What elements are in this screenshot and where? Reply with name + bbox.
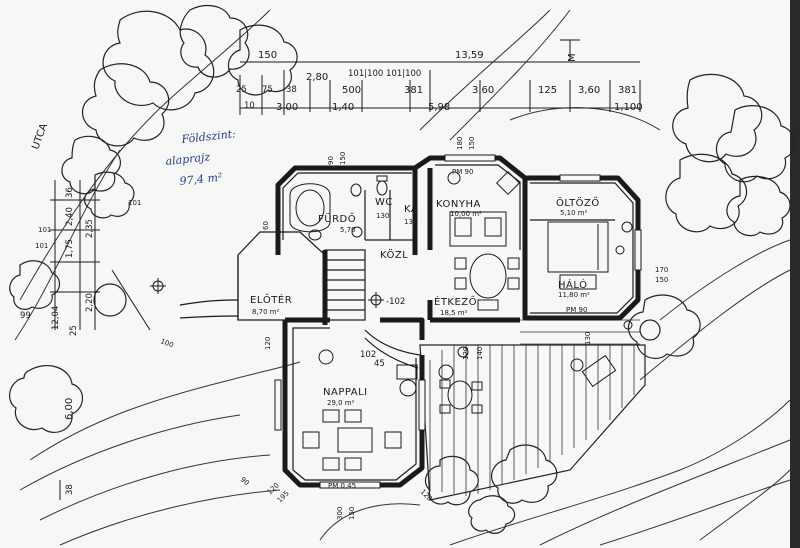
furniture [289,170,633,471]
room-konyha-pm: PM 90 [452,168,473,176]
left-dim-lines [50,180,151,500]
dim-10: 10 [244,101,255,111]
room-kamra-dim: 130 [404,218,417,226]
room-halo-pm: PM 90 [566,306,587,314]
room-etkezo-area: 18,5 m² [440,309,468,317]
dim-381: 381 [404,85,423,96]
room-konyha-name: KONYHA [436,199,481,210]
dim-misc-60: 60 [262,221,270,230]
terrace-outline [419,344,646,501]
dim-75: 75 [262,85,273,95]
room-halo-area: 11,80 m² [558,291,590,299]
dim-left-240: 2,40 [65,207,75,226]
dim-1011: 101|100 101|100 [348,69,421,79]
dim-misc-150c: 150 [655,276,668,284]
level-102: -102 [386,297,405,307]
note-line-1: Földszint: [180,127,236,146]
dim-360: 3,60 [472,85,494,96]
dim-140: 1,40 [332,102,354,113]
dim-left-101c: 101 [128,199,141,207]
dim-25: 25 [236,85,247,95]
dim-misc-150: 150 [339,152,347,165]
room-eloter-area: 8,70 m² [252,308,280,316]
dim-150: 150 [258,50,277,61]
room-kozl-name: KÖZL [380,248,408,261]
dim-misc-300: 300 [336,507,344,520]
dim-misc-120d: 120 [462,347,470,360]
dim-misc-90b: 90 [239,475,251,487]
dim-misc-120: 120 [264,337,272,350]
note-line-2: alaprajz [165,150,211,168]
dim-misc-150d: 150 [348,507,356,520]
dim-misc-140: 140 [476,347,484,360]
room-oltozo-area: 5,10 m² [560,209,588,217]
dim-misc-150b: 150 [468,137,476,150]
room-nappali-area: 29,0 m² [327,399,355,407]
inner-lines [179,164,634,481]
dim-598: 5,98 [428,102,450,113]
room-oltozo-name: ÖLTÖZŐ [556,195,600,209]
dim-left-101b: 101 [35,242,48,250]
room-eloter-name: ELŐTÉR [250,292,292,306]
dim-500: 500 [342,85,361,96]
dim-38: 38 [286,85,297,95]
level-102b: 102 [360,350,376,360]
dim-1100: 1,100 [614,102,643,113]
top-dim-lines [239,39,641,115]
dim-1359: 13,59 [455,50,484,61]
dim-left-175: 1,75 [65,239,75,258]
terrace-hatch [429,319,640,496]
room-etkezo-name: ÉTKEZŐ [434,294,477,308]
windows [274,154,642,489]
dim-381b: 381 [618,85,637,96]
dim-left-99: 99 [20,311,31,321]
scan-edge [790,0,800,548]
dim-280: 2,80 [306,72,328,83]
level-45: 45 [374,359,385,369]
room-nappali-pm: PM 0,45 [328,482,356,490]
room-kamra-name: KA [404,204,418,215]
dim-left-36: 36 [65,187,75,198]
dim-misc-130: 130 [584,332,592,345]
dim-left-25: 25 [69,325,79,336]
dim-left-220: 2,20 [85,293,95,312]
dim-misc-180: 180 [456,137,464,150]
dim-left-101a: 101 [38,226,51,234]
dim-left-38: 38 [65,484,75,495]
dim-360b: 3,60 [578,85,600,96]
dim-misc-170: 170 [655,266,668,274]
room-furdo-name: FÜRDŐ [318,211,356,225]
note-line-3: 97,4 m² [179,171,223,188]
room-wc-dim: 130 [376,212,389,220]
level-markers [150,245,633,330]
dim-left-600: 6,00 [64,398,75,420]
room-nappali-name: NAPPALI [323,387,368,398]
dim-125: 125 [538,85,557,96]
dim-left-235: 2,35 [85,219,95,238]
room-furdo-area: 5,70 [340,226,356,234]
trees [8,4,795,534]
north-mark: M [567,53,578,62]
room-wc-name: WC [375,197,393,208]
room-konyha-area: 10,00 m² [450,210,482,218]
room-halo-name: HÁLÓ [558,278,587,291]
dim-300: 3,00 [276,102,298,113]
dim-left-1204: 12,04 [51,306,61,330]
dim-misc-90: 90 [327,156,335,165]
